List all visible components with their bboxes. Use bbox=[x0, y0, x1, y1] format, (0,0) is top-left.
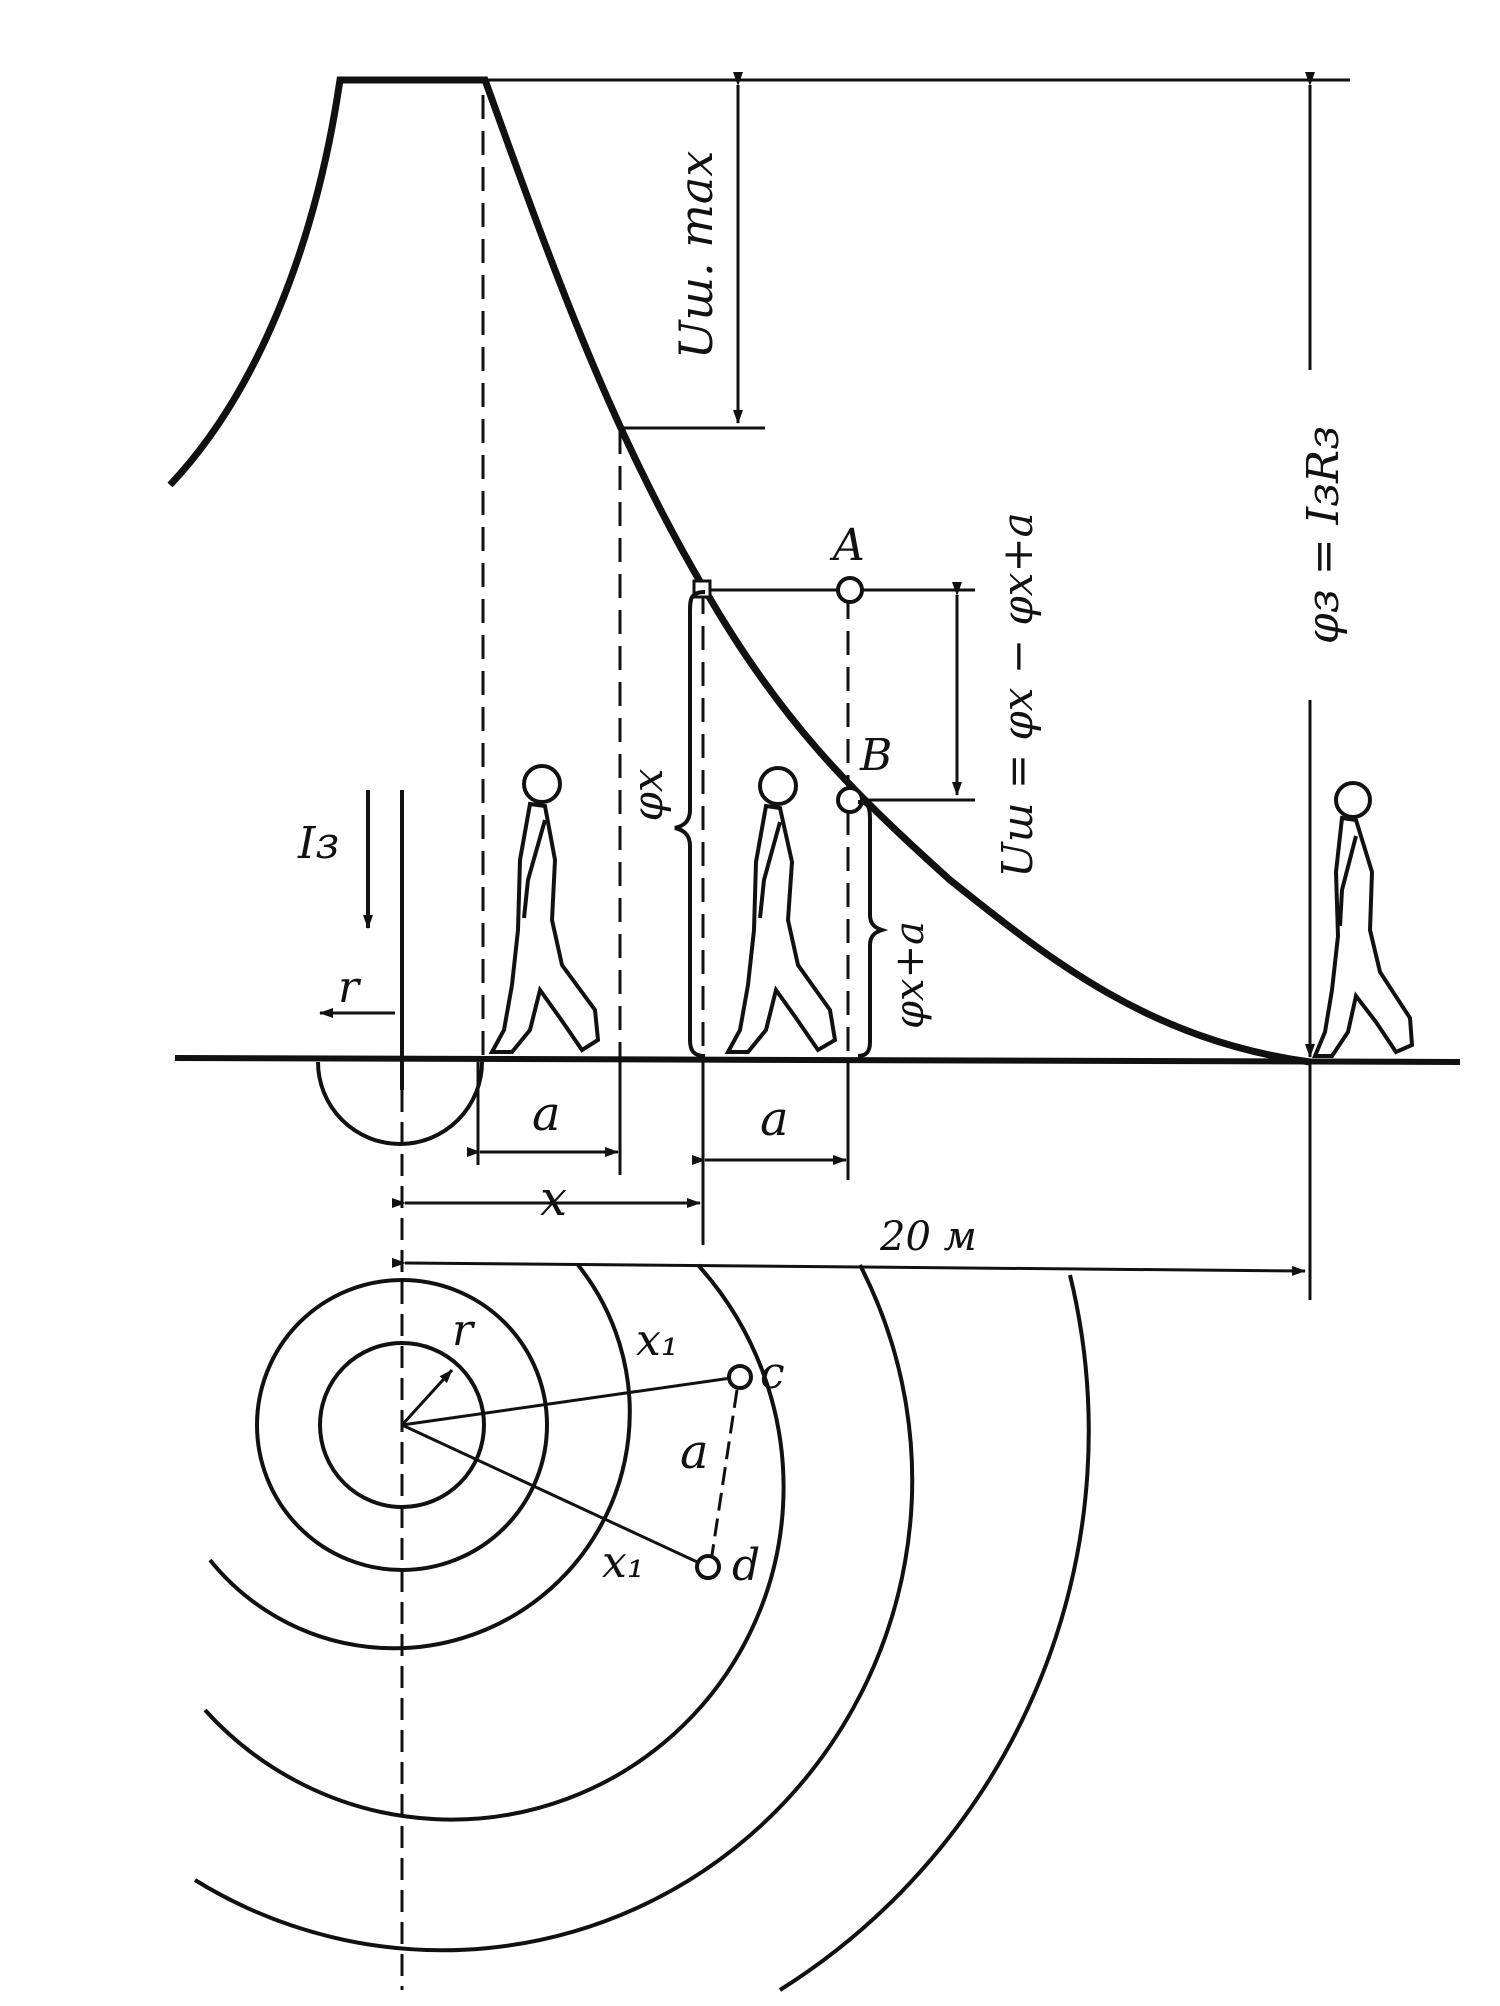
brace-phi-x bbox=[674, 590, 706, 1058]
equipotential-arc-5 bbox=[193, 1264, 915, 1953]
label-u-step-max: Uш. max bbox=[669, 151, 723, 360]
label-current: Iз bbox=[297, 818, 339, 869]
equipotential-arc-4 bbox=[203, 1263, 786, 1822]
label-x1-upper: x₁ bbox=[636, 1315, 678, 1366]
electrode-hemisphere bbox=[316, 1061, 484, 1146]
label-d: d bbox=[732, 1540, 760, 1591]
label-20m: 20 м bbox=[879, 1214, 977, 1260]
equipotential-circle-1 bbox=[318, 1341, 486, 1509]
label-point-b: B bbox=[859, 730, 892, 781]
equipotential-arc-6 bbox=[778, 1274, 1091, 1992]
person-figure-2 bbox=[724, 766, 838, 1054]
label-a-second: a bbox=[760, 1091, 789, 1147]
label-x: x bbox=[540, 1171, 567, 1227]
radius-line-c bbox=[401, 1375, 739, 1427]
label-phi-earth: φз = IзRз bbox=[1298, 426, 1349, 644]
label-x1-lower: x₁ bbox=[602, 1537, 644, 1588]
label-point-a: A bbox=[829, 520, 865, 571]
brace-phi-xa bbox=[857, 800, 889, 1058]
dim-20m-arrow bbox=[391, 1257, 1306, 1276]
label-r-top: r bbox=[338, 962, 362, 1013]
person-figure-3 bbox=[1312, 781, 1415, 1058]
chord-c-d bbox=[710, 1389, 739, 1556]
label-phi-x-a: φx+a bbox=[887, 921, 933, 1029]
label-u-step-formula: Uш = φx − φx+a bbox=[993, 512, 1042, 877]
label-a-third: a bbox=[680, 1424, 709, 1480]
label-phi-x: φx bbox=[623, 768, 672, 821]
label-r-bottom: r bbox=[452, 1305, 476, 1356]
point-c-marker bbox=[727, 1364, 753, 1390]
ground-line bbox=[174, 1055, 1461, 1065]
point-b-marker bbox=[836, 786, 864, 814]
r-arrow-bottom bbox=[400, 1368, 454, 1427]
point-a-marker bbox=[836, 576, 864, 604]
point-d-marker bbox=[695, 1554, 721, 1580]
equipotential-arc-3 bbox=[208, 1263, 632, 1651]
radius-line-d bbox=[401, 1423, 709, 1569]
label-c: c bbox=[760, 1348, 785, 1399]
equipotential-circle-2 bbox=[255, 1278, 549, 1572]
potential-curve bbox=[167, 76, 1311, 1066]
label-a-first: a bbox=[532, 1086, 561, 1142]
person-figure-1 bbox=[488, 764, 601, 1054]
